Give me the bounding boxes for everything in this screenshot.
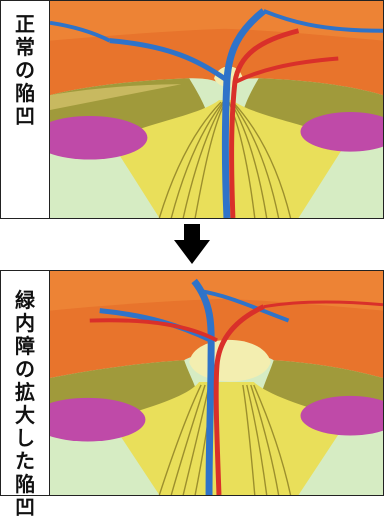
normal-optic-cup-illustration — [50, 1, 383, 218]
normal-cup-panel: 正常の陥凹 — [0, 0, 384, 219]
glaucoma-cup-label-column: 緑内障の拡大した陥凹 — [1, 271, 50, 495]
down-arrow-icon — [172, 224, 212, 266]
glaucoma-cup-panel: 緑内障の拡大した陥凹 — [0, 270, 384, 496]
glaucoma-optic-cup-illustration — [50, 271, 383, 495]
normal-cup-label-column: 正常の陥凹 — [1, 1, 50, 218]
glaucoma-cup-label: 緑内障の拡大した陥凹 — [11, 289, 39, 519]
normal-cup-label: 正常の陥凹 — [11, 13, 39, 128]
